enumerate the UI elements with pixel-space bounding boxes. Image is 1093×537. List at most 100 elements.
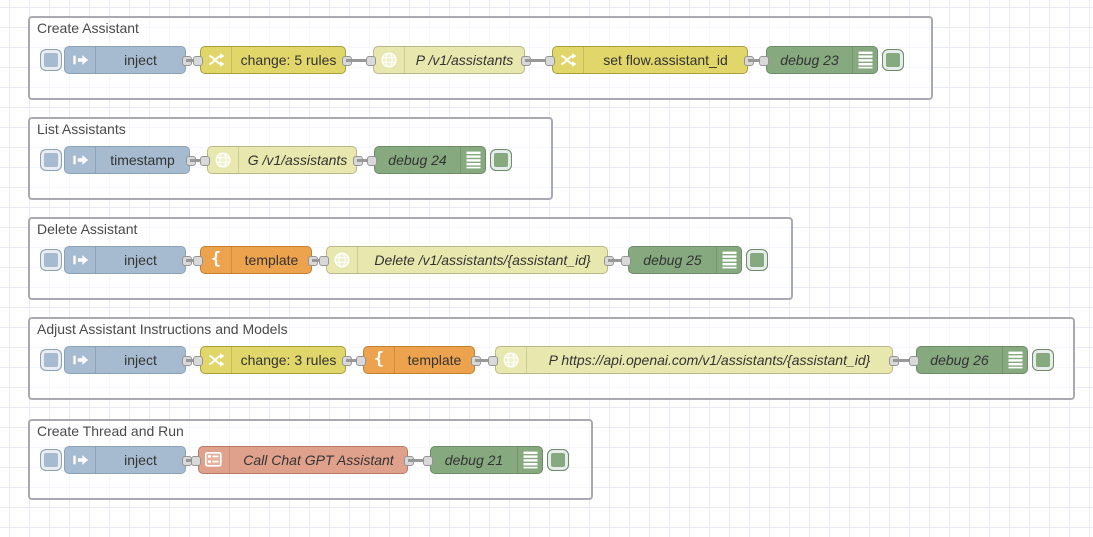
node-label: G /v1/assistants [247, 152, 348, 168]
inject-button[interactable] [40, 349, 62, 371]
input-port[interactable] [366, 56, 376, 66]
inject-arrow-icon [65, 247, 96, 273]
inject-arrow-icon [65, 47, 96, 73]
globe-icon [327, 247, 358, 273]
group-title: Create Thread and Run [37, 423, 184, 439]
input-port[interactable] [200, 156, 210, 166]
node-label: debug 26 [930, 352, 989, 368]
node-label: set flow.assistant_id [603, 52, 728, 68]
node-inject[interactable]: inject [64, 46, 192, 74]
node-label: inject [124, 352, 157, 368]
node-http[interactable]: Delete /v1/assistants/{assistant_id} [319, 246, 614, 274]
input-port[interactable] [423, 456, 433, 466]
node-template[interactable]: { template [193, 246, 318, 274]
debug-lines-icon [716, 247, 741, 273]
debug-lines-icon [852, 47, 877, 73]
node-debug[interactable]: debug 26 [909, 346, 1028, 374]
node-label: P https://api.openai.com/v1/assistants/{… [548, 352, 871, 368]
node-inject[interactable]: inject [64, 346, 192, 374]
wire[interactable] [608, 258, 628, 262]
debug-lines-icon [517, 447, 542, 473]
node-label: P /v1/assistants [415, 52, 514, 68]
node-template[interactable]: { template [356, 346, 481, 374]
node-debug[interactable]: debug 25 [621, 246, 742, 274]
node-inject[interactable]: timestamp [64, 146, 196, 174]
inject-button[interactable] [40, 249, 62, 271]
node-change[interactable]: set flow.assistant_id [545, 46, 754, 74]
node-subflow[interactable]: Call Chat GPT Assistant [191, 446, 414, 474]
input-port[interactable] [193, 356, 203, 366]
node-label: inject [124, 52, 157, 68]
wire[interactable] [475, 358, 495, 362]
inject-arrow-icon [65, 347, 96, 373]
input-port[interactable] [759, 56, 769, 66]
input-port[interactable] [193, 256, 203, 266]
wire[interactable] [525, 58, 552, 62]
shuffle-icon [553, 47, 584, 73]
node-change[interactable]: change: 3 rules [193, 346, 352, 374]
node-label: debug 21 [444, 452, 504, 468]
group-title: Adjust Assistant Instructions and Models [37, 321, 288, 337]
input-port[interactable] [191, 456, 201, 466]
input-port[interactable] [621, 256, 631, 266]
inject-arrow-icon [65, 447, 96, 473]
node-label: template [407, 352, 462, 368]
node-inject[interactable]: inject [64, 246, 192, 274]
debug-toggle-button[interactable] [882, 49, 904, 71]
inject-button[interactable] [40, 149, 62, 171]
input-port[interactable] [545, 56, 555, 66]
wire[interactable] [346, 358, 363, 362]
input-port[interactable] [367, 156, 377, 166]
node-change[interactable]: change: 5 rules [193, 46, 352, 74]
debug-lines-icon [1002, 347, 1027, 373]
inject-arrow-icon [65, 147, 96, 173]
wire[interactable] [748, 58, 766, 62]
node-label: Delete /v1/assistants/{assistant_id} [374, 252, 591, 268]
node-debug[interactable]: debug 24 [367, 146, 486, 174]
wire[interactable] [346, 58, 373, 62]
globe-icon [374, 47, 405, 73]
debug-toggle-button[interactable] [490, 149, 512, 171]
shuffle-icon [201, 47, 232, 73]
node-debug[interactable]: debug 23 [759, 46, 878, 74]
node-label: inject [124, 252, 157, 268]
group-title: Delete Assistant [37, 221, 138, 237]
subflow-icon [199, 447, 230, 473]
node-label: debug 25 [643, 252, 702, 268]
input-port[interactable] [356, 356, 366, 366]
group-title: Create Assistant [37, 20, 139, 36]
wire[interactable] [357, 158, 374, 162]
group-title: List Assistants [37, 121, 126, 137]
node-label: debug 24 [388, 152, 447, 168]
node-label: Call Chat GPT Assistant [243, 452, 394, 468]
curly-brace-icon: { [201, 247, 232, 273]
debug-toggle-button[interactable] [1032, 349, 1054, 371]
node-inject[interactable]: inject [64, 446, 192, 474]
node-label: inject [124, 452, 157, 468]
globe-icon [496, 347, 527, 373]
input-port[interactable] [909, 356, 919, 366]
input-port[interactable] [319, 256, 329, 266]
node-http[interactable]: P /v1/assistants [366, 46, 531, 74]
node-label: template [244, 252, 299, 268]
input-port[interactable] [488, 356, 498, 366]
node-label: timestamp [110, 152, 175, 168]
globe-icon [208, 147, 239, 173]
debug-toggle-button[interactable] [547, 449, 569, 471]
debug-toggle-button[interactable] [746, 249, 768, 271]
node-http[interactable]: G /v1/assistants [200, 146, 363, 174]
node-label: debug 23 [780, 52, 839, 68]
input-port[interactable] [193, 56, 203, 66]
node-http[interactable]: P https://api.openai.com/v1/assistants/{… [488, 346, 899, 374]
inject-button[interactable] [40, 449, 62, 471]
node-label: change: 3 rules [240, 352, 337, 368]
node-label: change: 5 rules [240, 52, 337, 68]
node-debug[interactable]: debug 21 [423, 446, 543, 474]
wire[interactable] [190, 158, 207, 162]
shuffle-icon [201, 347, 232, 373]
curly-brace-icon: { [364, 347, 395, 373]
wire[interactable] [893, 358, 916, 362]
wire[interactable] [408, 458, 430, 462]
inject-button[interactable] [40, 49, 62, 71]
